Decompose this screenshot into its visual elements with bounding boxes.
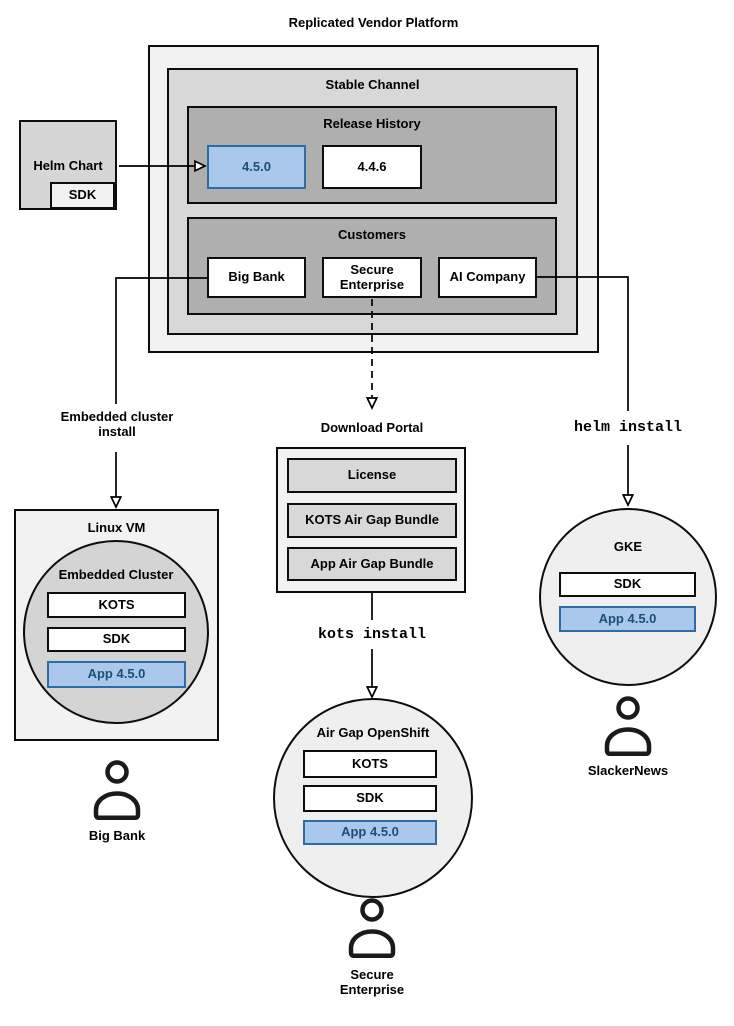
big-bank-user-icon [93, 760, 141, 820]
download-portal-box: License KOTS Air Gap Bundle App Air Gap … [276, 447, 466, 593]
dashed-arrowhead-icon [365, 397, 379, 410]
slackernews-user-label: SlackerNews [587, 763, 669, 778]
customer-ai-company: AI Company [438, 257, 537, 298]
helm-chart-label: Helm Chart [33, 158, 103, 173]
embedded-cluster-sdk: SDK [47, 627, 186, 652]
secure-enterprise-user-icon [348, 898, 396, 958]
secure-enterprise-user-label: Secure Enterprise [339, 967, 405, 997]
release-4-5-0: 4.5.0 [207, 145, 306, 189]
embedded-cluster-title: Embedded Cluster [58, 567, 174, 582]
kots-install-arrowhead-icon [365, 686, 379, 699]
helm-install-label: helm install [573, 419, 683, 436]
diagram-title: Replicated Vendor Platform [288, 15, 459, 30]
customer-big-bank: Big Bank [207, 257, 306, 298]
embedded-install-label: Embedded cluster install [60, 409, 174, 439]
big-bank-user-label: Big Bank [88, 828, 146, 843]
linux-vm-box: Linux VM Embedded Cluster KOTS SDK App 4… [14, 509, 219, 741]
release-history-box: Release History 4.5.0 4.4.6 [187, 106, 557, 204]
release-4-4-6: 4.4.6 [322, 145, 422, 189]
kots-install-label: kots install [317, 626, 427, 643]
linux-vm-title: Linux VM [87, 520, 146, 535]
embedded-cluster-circle: Embedded Cluster KOTS SDK App 4.5.0 [23, 540, 209, 724]
portal-item-kots-airgap-bundle: KOTS Air Gap Bundle [287, 503, 457, 538]
helm-chart-box: Helm Chart SDK [19, 120, 117, 210]
gke-app: App 4.5.0 [559, 606, 696, 632]
airgap-openshift-circle: Air Gap OpenShift KOTS SDK App 4.5.0 [273, 698, 473, 898]
airgap-app: App 4.5.0 [303, 820, 437, 845]
airgap-kots: KOTS [303, 750, 437, 778]
download-portal-label: Download Portal [320, 420, 424, 435]
customers-box: Customers Big Bank Secure Enterprise AI … [187, 217, 557, 315]
embedded-cluster-kots: KOTS [47, 592, 186, 618]
airgap-sdk: SDK [303, 785, 437, 812]
customer-secure-enterprise: Secure Enterprise [322, 257, 422, 298]
gke-sdk: SDK [559, 572, 696, 597]
stable-channel-box: Stable Channel Release History 4.5.0 4.4… [167, 68, 578, 335]
helm-sdk-box: SDK [50, 182, 115, 209]
vendor-platform-box: Stable Channel Release History 4.5.0 4.4… [148, 45, 599, 353]
helm-install-arrowhead-icon [621, 494, 635, 507]
portal-item-license: License [287, 458, 457, 493]
embedded-cluster-app: App 4.5.0 [47, 661, 186, 688]
stable-channel-title: Stable Channel [325, 77, 420, 92]
airgap-openshift-title: Air Gap OpenShift [316, 725, 430, 740]
gke-title: GKE [613, 539, 643, 554]
release-history-title: Release History [323, 116, 421, 131]
customers-title: Customers [338, 227, 406, 242]
portal-item-app-airgap-bundle: App Air Gap Bundle [287, 547, 457, 581]
gke-circle: GKE SDK App 4.5.0 [539, 508, 717, 686]
embedded-install-arrowhead-icon [109, 496, 123, 509]
slackernews-user-icon [604, 696, 652, 756]
